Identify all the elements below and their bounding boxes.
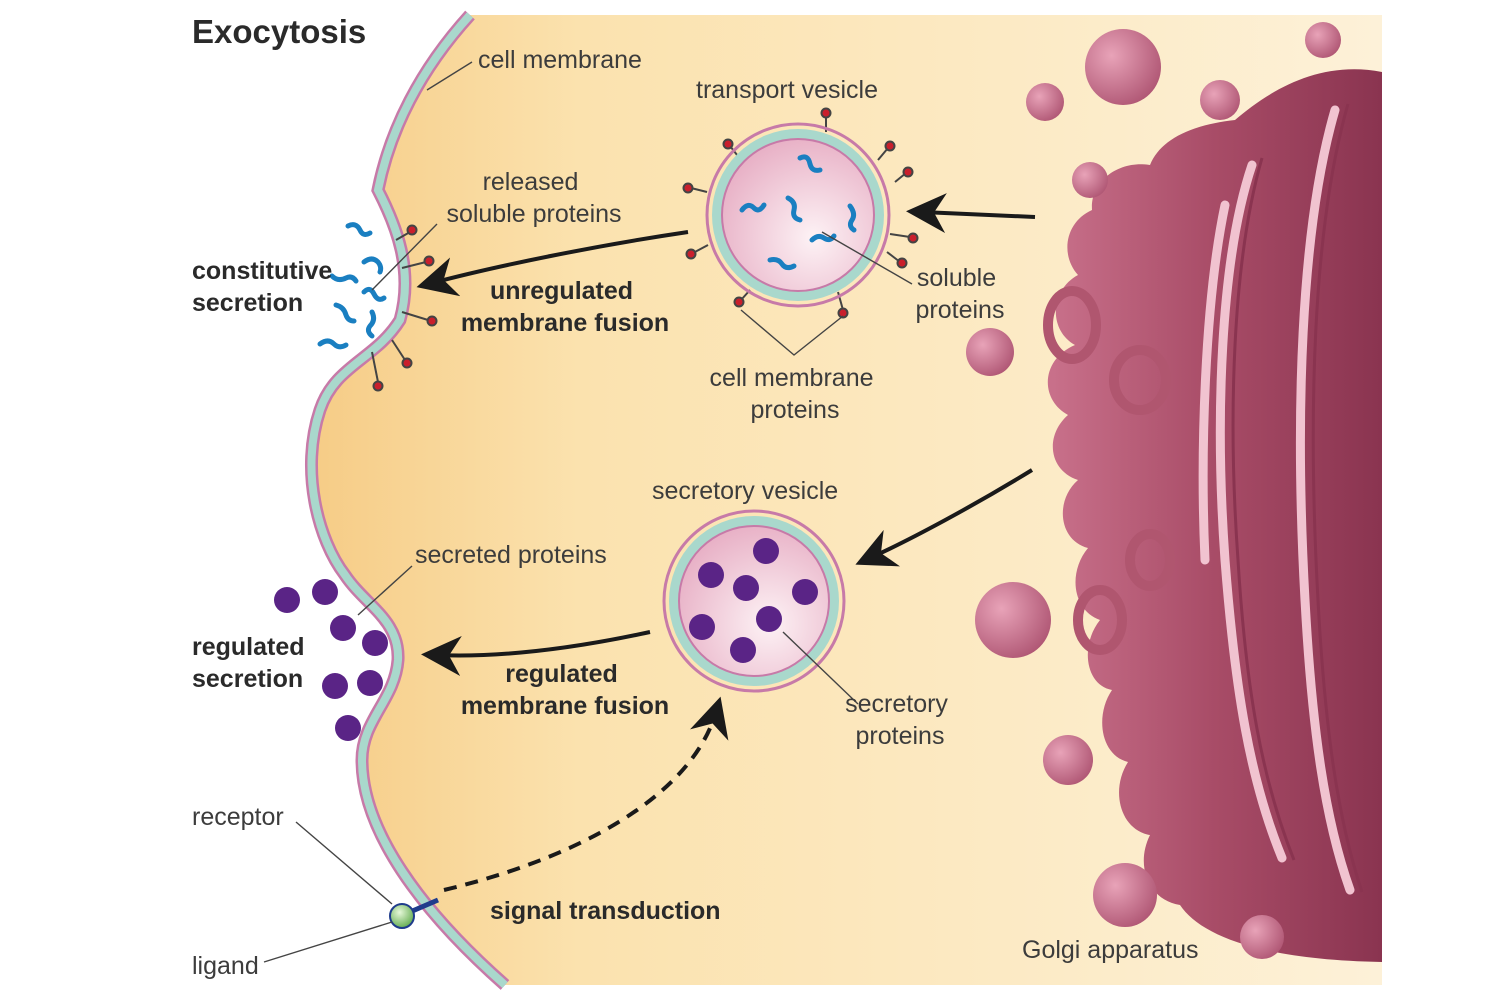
transport-vesicle (682, 107, 919, 319)
label-ligand: ligand (192, 952, 259, 980)
label-regulated-membrane-fusion: regulated membrane fusion (461, 660, 669, 720)
arrow-signal-transduction (443, 696, 729, 892)
label-constitutive-secretion: constitutive secretion (192, 257, 339, 317)
label-released-soluble-proteins: released soluble proteins (446, 168, 621, 228)
label-secretory-vesicle: secretory vesicle (652, 477, 838, 505)
arrows (416, 193, 1036, 892)
page-title: Exocytosis (192, 13, 366, 50)
arrow-golgi-to-transport (906, 193, 1036, 234)
arrow-regulated-fusion (421, 630, 651, 676)
golgi-apparatus (1043, 69, 1382, 962)
released-soluble-proteins (317, 222, 387, 350)
label-cell-membrane-proteins: cell membrane proteins (710, 364, 881, 424)
golgi-vesicles (966, 22, 1341, 959)
label-signal-transduction: signal transduction (490, 897, 721, 925)
label-golgi-apparatus: Golgi apparatus (1022, 936, 1199, 964)
label-secretory-proteins: secretory proteins (845, 690, 955, 750)
label-soluble-proteins: soluble proteins (916, 264, 1005, 324)
secreted-proteins (274, 579, 388, 741)
label-secreted-proteins: secreted proteins (415, 541, 607, 569)
label-receptor: receptor (192, 803, 284, 831)
secretory-vesicle (662, 509, 846, 693)
ligand-sphere (389, 903, 415, 929)
leader-lines (263, 61, 913, 963)
membrane-proteins-fusion-site (371, 224, 438, 392)
arrow-golgi-to-secretory (855, 468, 1034, 567)
label-transport-vesicle: transport vesicle (696, 76, 878, 104)
arrow-unregulated-fusion (416, 230, 689, 297)
label-regulated-secretion: regulated secretion (192, 633, 311, 693)
label-cell-membrane: cell membrane (478, 46, 642, 74)
label-unregulated-membrane-fusion: unregulated membrane fusion (461, 277, 669, 337)
